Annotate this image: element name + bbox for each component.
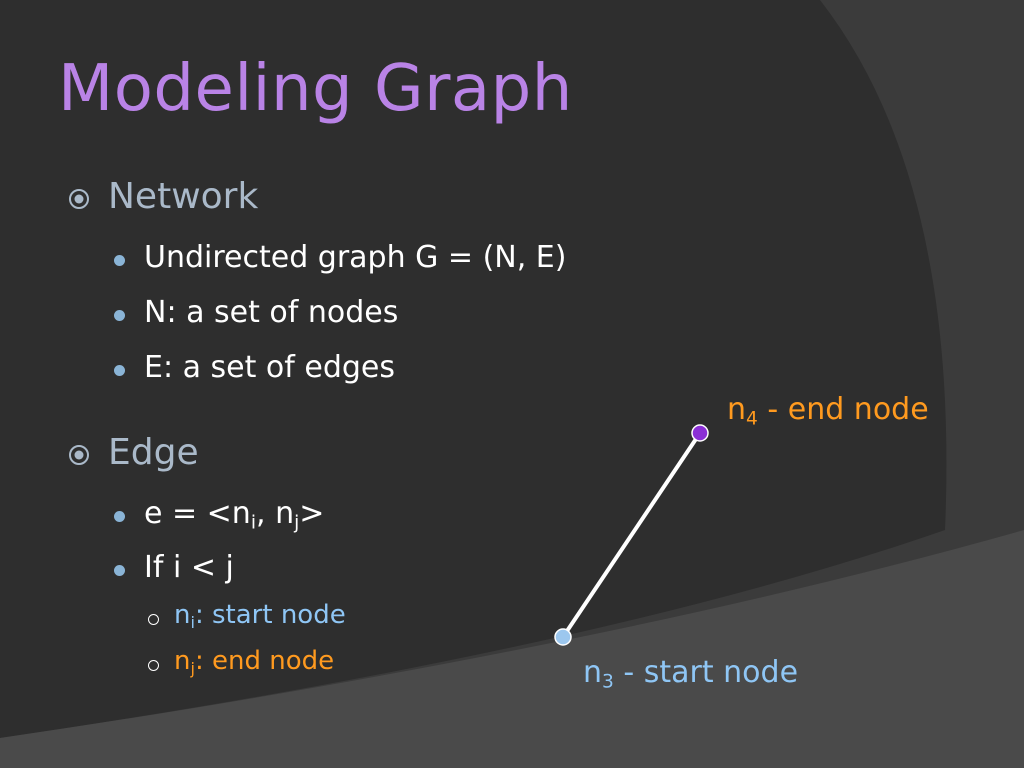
circle-bullet-icon (69, 189, 89, 209)
list-item-text: N: a set of nodes (144, 295, 399, 330)
start-node-text: ni: start node (174, 600, 346, 632)
circle-bullet-icon (69, 445, 89, 465)
slide-title: Modeling Graph (58, 52, 573, 126)
ring-bullet-icon (148, 660, 159, 671)
list-item-text: E: a set of edges (144, 350, 395, 385)
ring-bullet-icon (148, 614, 159, 625)
bullet-dot-icon (114, 310, 125, 321)
start-node-label: n3 - start node (583, 655, 799, 693)
dark-panel-shape (0, 0, 947, 738)
heading-edge-label: Edge (108, 432, 199, 473)
bullet-dot-icon (114, 255, 125, 266)
bullet-dot-icon (114, 365, 125, 376)
end-node-text: nj: end node (174, 646, 335, 678)
bottom-band-shape (0, 530, 1024, 768)
list-item-text: Undirected graph G = (N, E) (144, 240, 567, 275)
end-node-label: n4 - end node (727, 392, 929, 430)
edge-condition-text: If i < j (144, 550, 234, 585)
bullet-dot-icon (114, 565, 125, 576)
heading-network-label: Network (108, 176, 259, 217)
edge-definition-text: e = <ni, nj> (144, 496, 325, 534)
bullet-dot-icon (114, 511, 125, 522)
